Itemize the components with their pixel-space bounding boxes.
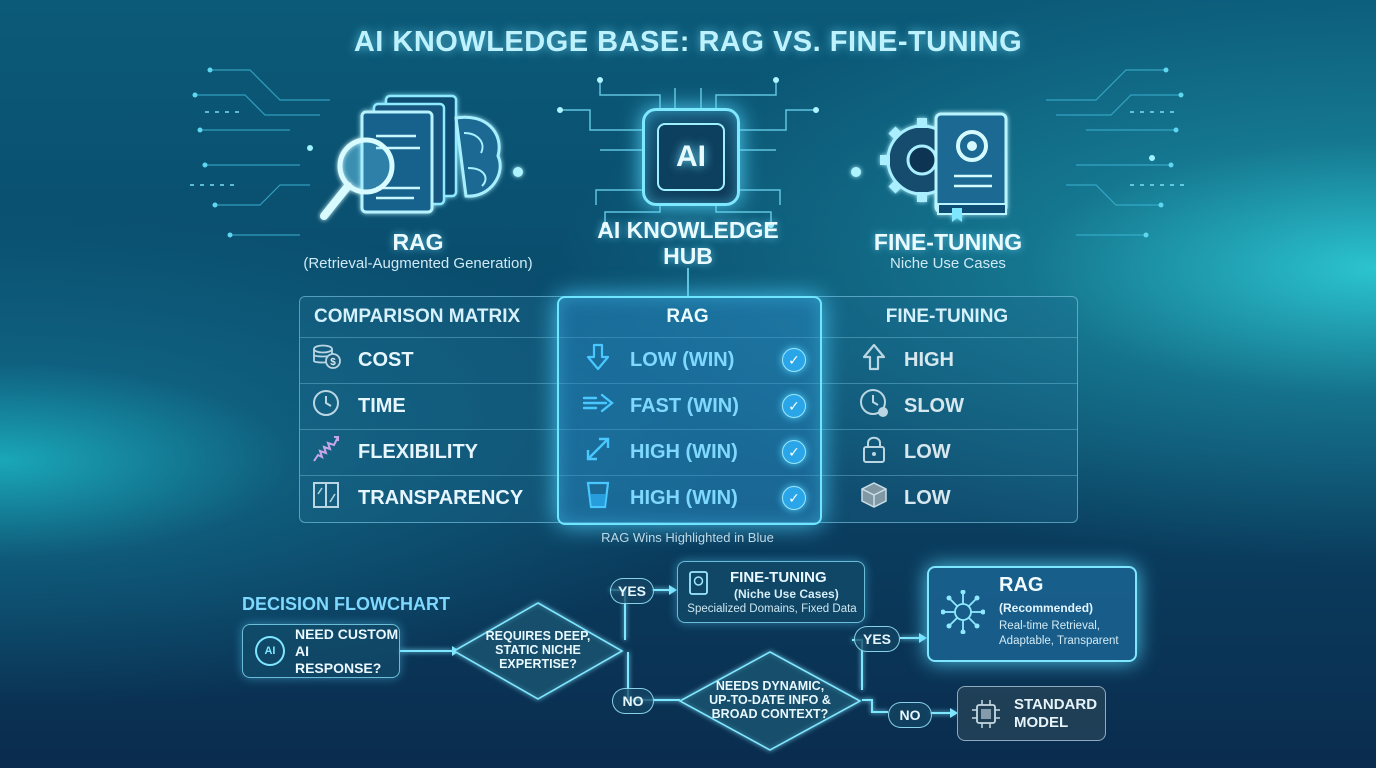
ft-cell-time: SLOW	[858, 388, 964, 424]
rag-document-brain-icon	[316, 88, 506, 228]
fast-arrow-icon	[582, 391, 614, 422]
decision-2-text: NEEDS DYNAMIC,UP-TO-DATE INFO &BROAD CON…	[709, 679, 831, 721]
ft-cell-flexibility: LOW	[858, 434, 951, 470]
decision-diamond-1	[452, 602, 624, 700]
hub-title-line2: HUB	[663, 243, 713, 269]
matrix-divider	[300, 383, 1077, 384]
matrix-divider	[300, 429, 1077, 430]
outcome-standard-box: STANDARD MODEL	[957, 686, 1106, 741]
yes-label-2: YES	[854, 626, 900, 652]
clock-icon	[858, 387, 890, 426]
matrix-header-criteria: COMPARISON MATRIX	[314, 306, 521, 327]
standard-line1: STANDARD	[1014, 696, 1098, 713]
ai-bubble-icon: AI	[255, 636, 285, 666]
outcome-finetuning-box: FINE-TUNING (Niche Use Cases) Specialize…	[677, 561, 865, 623]
matrix-header-rag: RAG	[666, 306, 709, 327]
outcome-rag-desc2: Adaptable, Transparent	[999, 635, 1119, 647]
comparison-matrix	[299, 296, 1078, 523]
yes-label-1: YES	[610, 578, 654, 604]
rag-subtitle: (Retrieval-Augmented Generation)	[303, 255, 533, 272]
coins-icon: $	[310, 344, 342, 377]
ft-value: LOW	[904, 440, 951, 463]
ft-cell-cost: HIGH	[858, 342, 954, 378]
check-icon: ✓	[782, 394, 806, 418]
ai-chip-label: AI	[657, 123, 725, 191]
outcome-ft-title: FINE-TUNING	[730, 569, 827, 586]
no-label-2: NO	[888, 702, 932, 728]
rag-value: HIGH (WIN)	[630, 486, 738, 509]
start-line2: AI RESPONSE?	[294, 642, 382, 676]
matrix-row-flexibility: FLEXIBILITY	[310, 434, 478, 470]
book-icon	[688, 570, 710, 601]
lock-icon	[858, 434, 890, 471]
finetuning-title: FINE-TUNING	[873, 229, 1023, 255]
check-icon: ✓	[782, 486, 806, 510]
matrix-row-time: TIME	[310, 388, 406, 424]
svg-text:$: $	[330, 357, 336, 368]
page-title: AI KNOWLEDGE BASE: RAG VS. FINE-TUNING	[353, 26, 1023, 58]
criterion-label: TRANSPARENCY	[358, 486, 524, 509]
chip-icon	[970, 698, 1002, 735]
outcome-rag-title: RAG	[999, 574, 1044, 596]
start-line1: NEED CUSTOM	[294, 625, 399, 642]
rag-value: HIGH (WIN)	[630, 440, 738, 463]
rag-cell-time: FAST (WIN) ✓	[582, 388, 806, 424]
rag-title: RAG	[392, 229, 444, 255]
clock-icon	[310, 388, 342, 425]
matrix-row-transparency: TRANSPARENCY	[310, 480, 523, 516]
rag-cell-flexibility: HIGH (WIN) ✓	[582, 434, 806, 470]
outcome-ft-sub: (Niche Use Cases)	[734, 587, 839, 601]
ft-value: LOW	[904, 486, 951, 509]
glass-icon	[582, 480, 614, 517]
matrix-divider	[300, 337, 1077, 338]
decision-diamond-2	[678, 651, 862, 751]
cube-icon	[858, 480, 890, 517]
standard-line2: MODEL	[1014, 714, 1069, 731]
finetuning-gear-book-icon	[874, 108, 1024, 226]
no-label-1: NO	[612, 688, 654, 714]
spring-icon	[310, 433, 342, 472]
check-icon: ✓	[782, 348, 806, 372]
outcome-rag-sub: (Recommended)	[999, 601, 1094, 615]
matrix-row-cost: $ COST	[310, 342, 414, 378]
ai-chip-icon: AI	[642, 108, 740, 206]
rag-cell-transparency: HIGH (WIN) ✓	[582, 480, 806, 516]
window-icon	[310, 480, 342, 517]
outcome-rag-desc1: Real-time Retrieval,	[999, 620, 1100, 632]
criterion-label: COST	[358, 348, 414, 371]
criterion-label: FLEXIBILITY	[358, 440, 478, 463]
rag-value: FAST (WIN)	[630, 394, 739, 417]
ft-cell-transparency: LOW	[858, 480, 951, 516]
check-icon: ✓	[782, 440, 806, 464]
flowchart-title: DECISION FLOWCHART	[242, 594, 450, 614]
flow-start-box: AI NEED CUSTOM AI RESPONSE?	[242, 624, 400, 678]
rag-cell-cost: LOW (WIN) ✓	[582, 342, 806, 378]
hub-title-line1: AI KNOWLEDGE	[597, 217, 779, 243]
ft-value: SLOW	[904, 394, 964, 417]
matrix-caption: RAG Wins Highlighted in Blue	[601, 530, 774, 545]
arrow-up-icon	[858, 343, 890, 378]
arrow-down-icon	[582, 343, 614, 378]
expand-arrows-icon	[582, 434, 614, 471]
matrix-header-finetuning: FINE-TUNING	[885, 306, 1009, 327]
outcome-ft-desc: Specialized Domains, Fixed Data	[687, 603, 857, 615]
criterion-label: TIME	[358, 394, 406, 417]
matrix-divider	[300, 475, 1077, 476]
outcome-rag-box: RAG (Recommended) Real-time Retrieval, A…	[927, 566, 1137, 662]
network-node-icon	[940, 589, 986, 639]
rag-value: LOW (WIN)	[630, 348, 735, 371]
finetuning-subtitle: Niche Use Cases	[890, 255, 1006, 272]
ft-value: HIGH	[904, 348, 954, 371]
